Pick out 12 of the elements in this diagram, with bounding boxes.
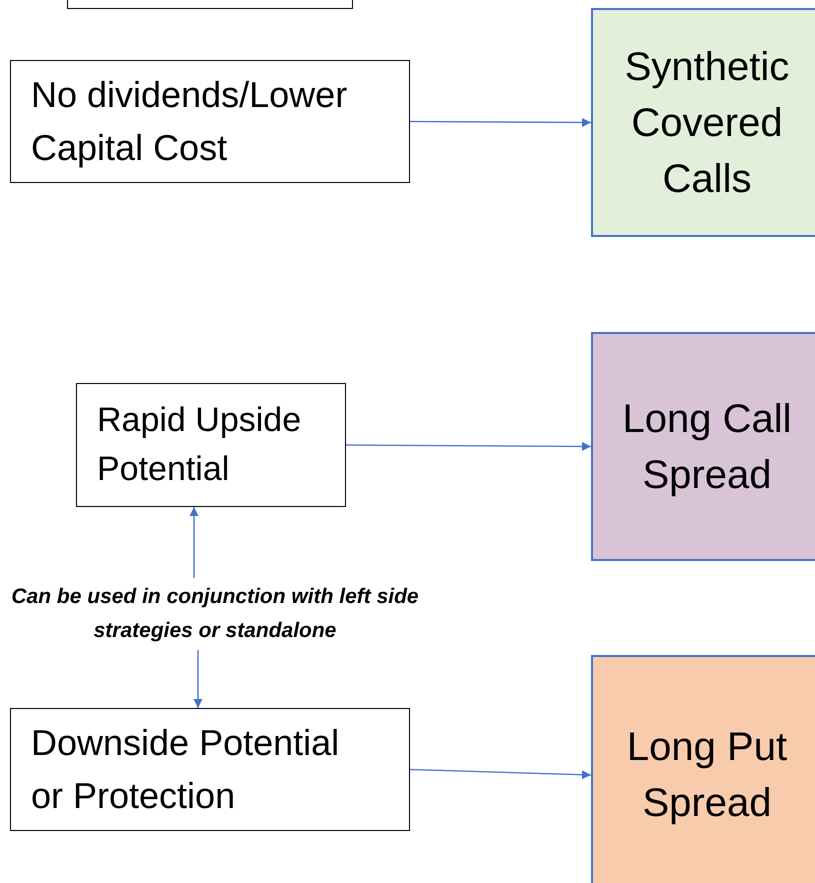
text-box: Downside Potential or Protection: [10, 708, 410, 831]
text-box: No dividends/Lower Capital Cost: [10, 60, 410, 183]
text-box: Rapid Upside Potential: [76, 383, 346, 507]
strategy-box: Synthetic Covered Calls: [591, 8, 815, 237]
arrow: [346, 442, 591, 451]
arrow: [194, 650, 202, 708]
note-text: Can be used in conjunction with left side strategies or standalone: [0, 578, 430, 650]
strategy-box: Long Call Spread: [591, 332, 815, 561]
arrow: [410, 118, 591, 127]
arrow: [190, 507, 198, 578]
strategy-box: Long Put Spread: [591, 655, 815, 883]
arrow: [410, 768, 592, 780]
